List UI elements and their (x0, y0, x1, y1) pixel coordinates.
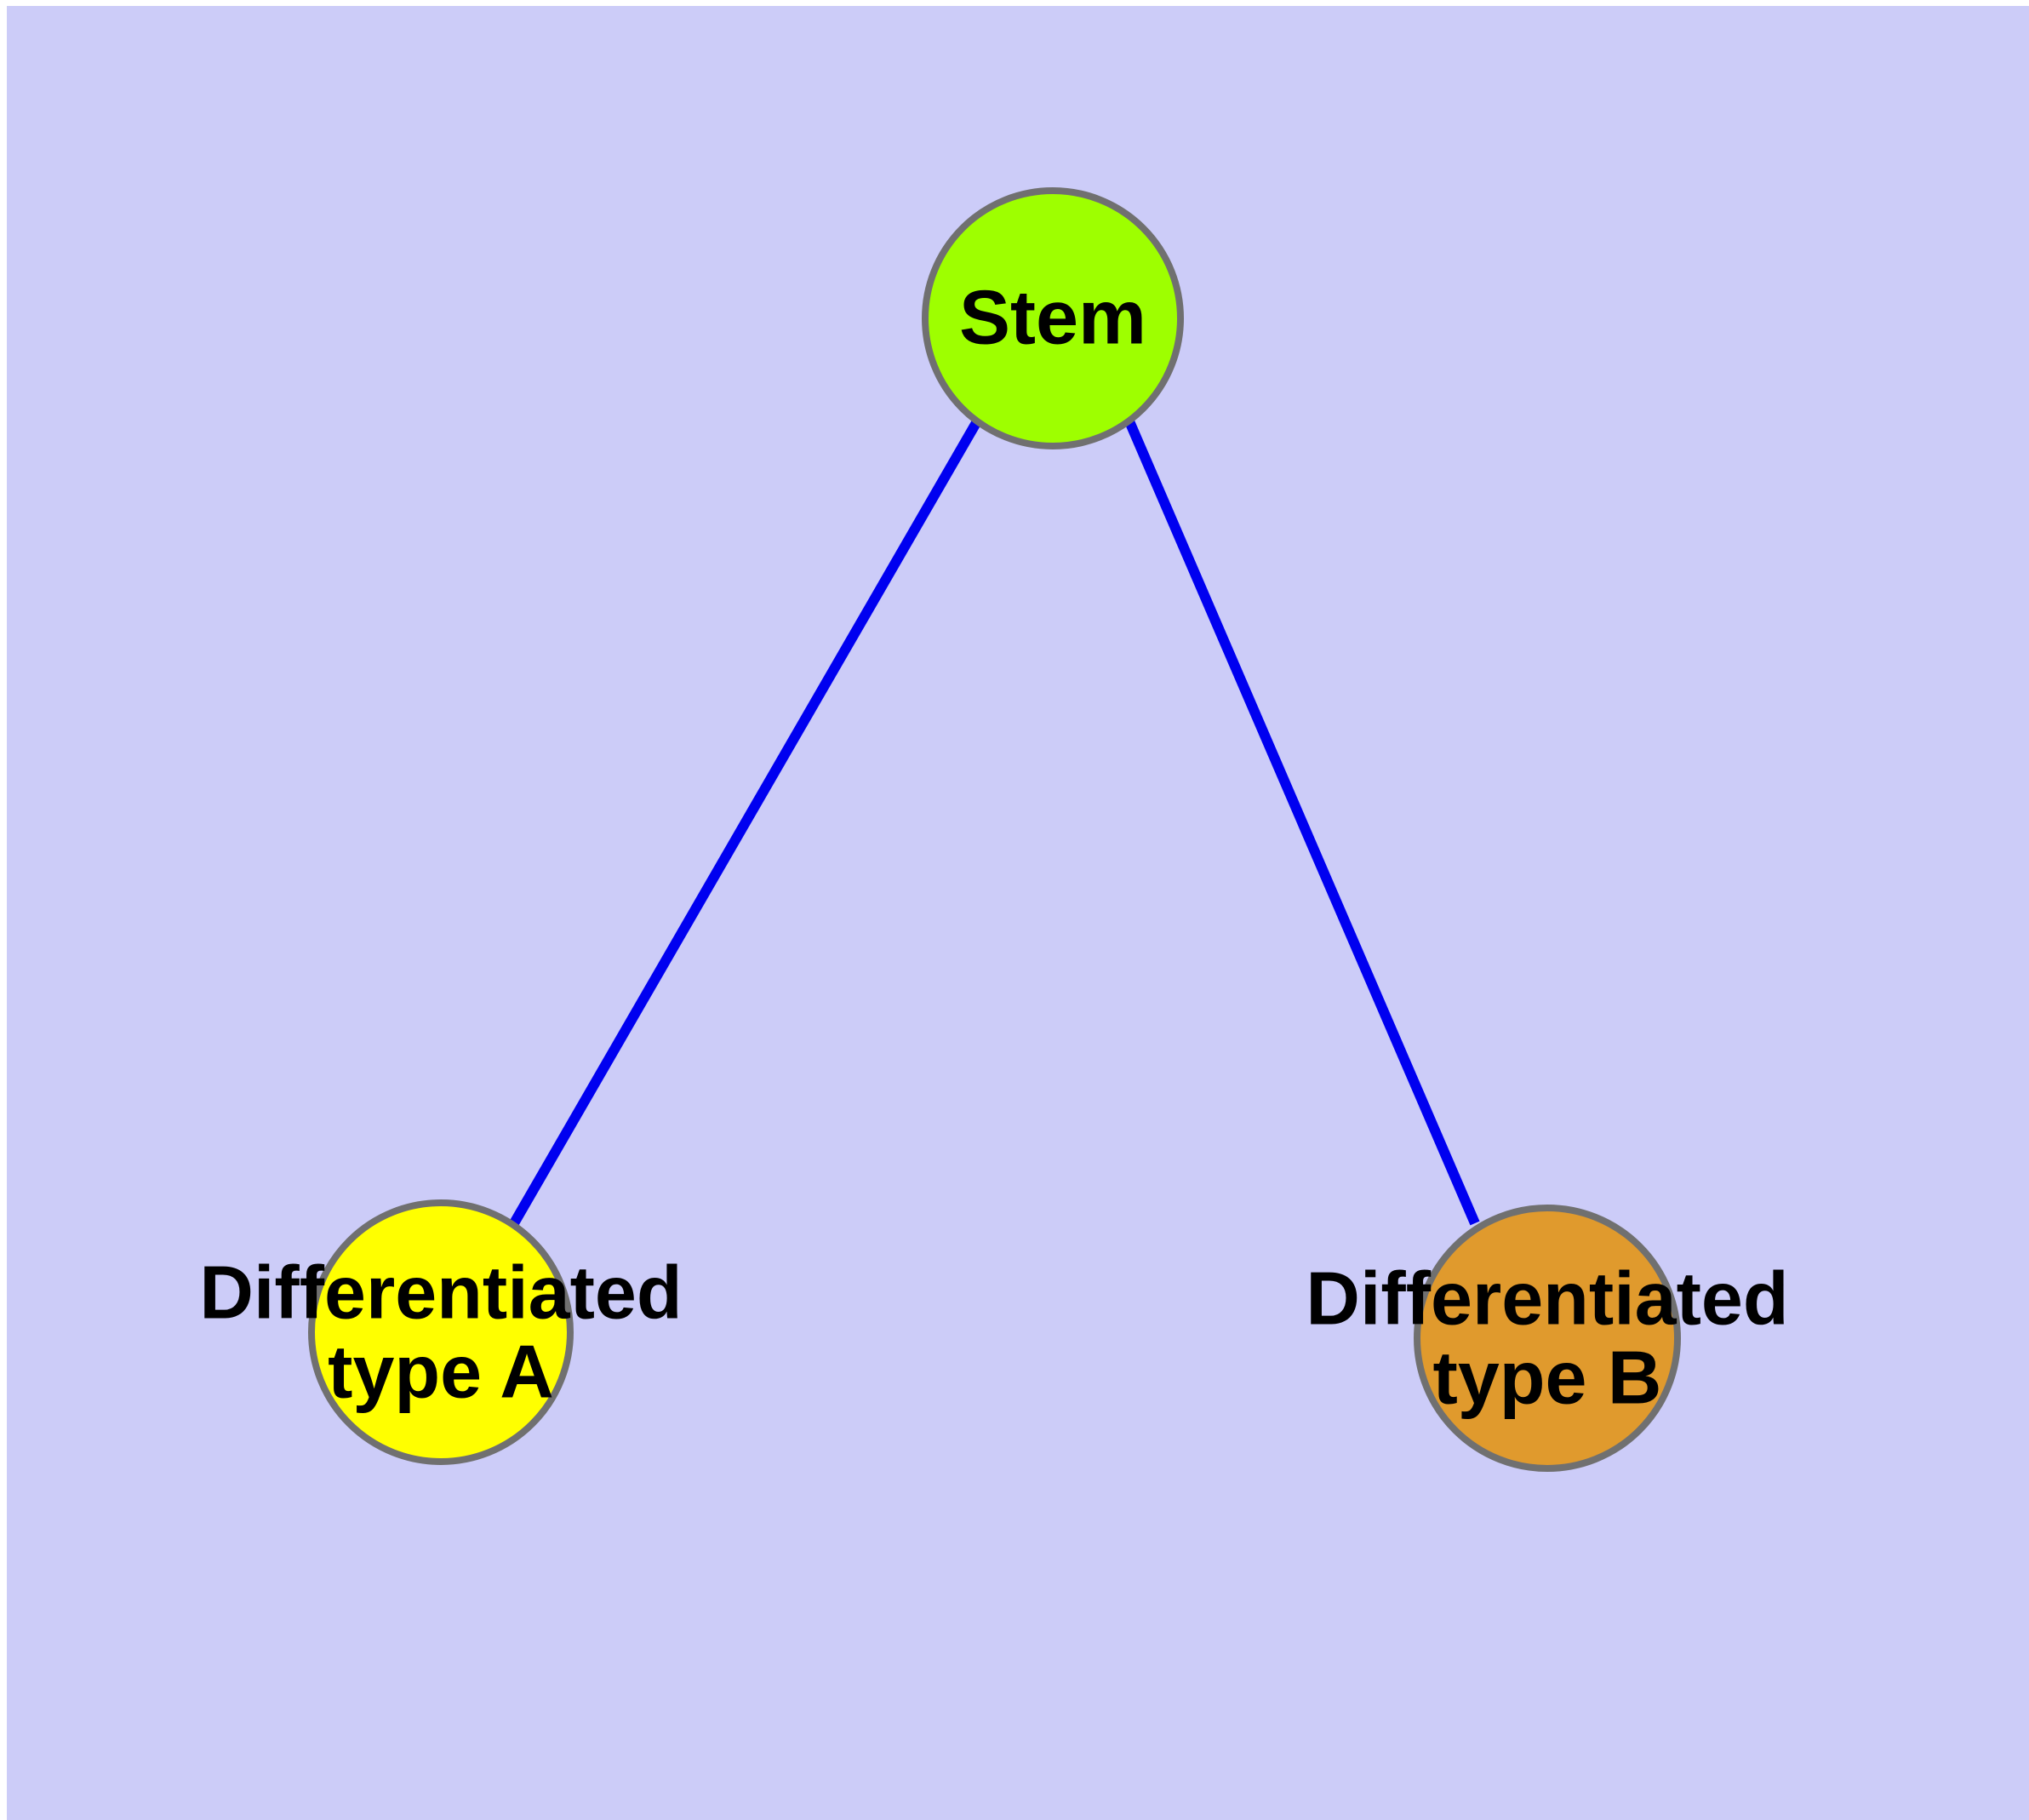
graph-node-stem[interactable] (922, 187, 1184, 449)
graph-edge-stem-to-a (509, 418, 982, 1227)
nodes-layer (308, 187, 1681, 1472)
graph-edge-stem-to-b (1124, 419, 1480, 1226)
edges-layer (509, 418, 1480, 1227)
graph-node-diff_b[interactable] (1414, 1205, 1681, 1472)
graph-node-diff_a[interactable] (308, 1199, 574, 1465)
